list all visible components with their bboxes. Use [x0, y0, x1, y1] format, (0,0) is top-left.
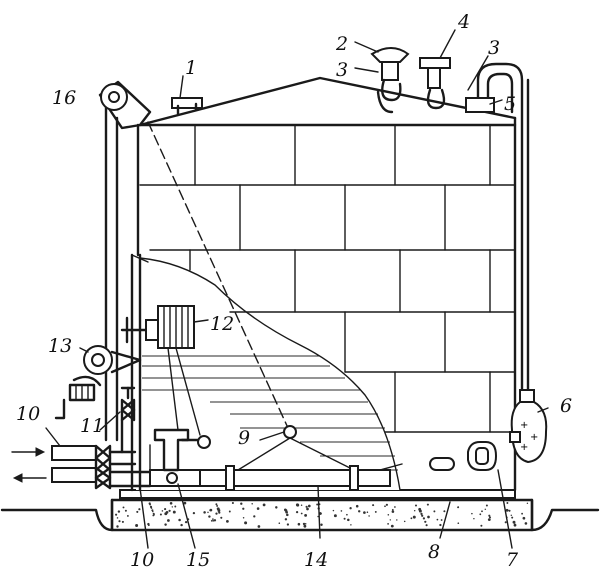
float-chamber-6: + + + — [509, 389, 548, 464]
label-9: 9 — [238, 427, 250, 449]
label-12: 12 — [210, 313, 234, 335]
pulley-16 — [98, 80, 152, 130]
winch-12 — [120, 305, 201, 436]
callout-labels: 1 2 3 4 3 5 16 12 13 6 10 11 9 10 15 14 … — [16, 11, 572, 571]
swing-pipe-9 — [237, 425, 355, 471]
u-bend-3 — [376, 90, 394, 114]
roof-hatch-1 — [171, 97, 203, 116]
label-10-top: 10 — [16, 403, 40, 425]
gauge-tube — [465, 62, 530, 394]
leader-lines — [45, 29, 549, 549]
external-pipe — [104, 103, 119, 442]
label-4: 4 — [457, 11, 470, 33]
label-10-bottom: 10 — [130, 549, 154, 571]
label-2: 2 — [335, 33, 348, 55]
svg-text:+: + — [530, 432, 538, 443]
label-8: 8 — [428, 541, 440, 563]
tank-contents — [136, 257, 401, 491]
valve-11 — [120, 386, 136, 422]
label-3: 3 — [336, 59, 348, 81]
svg-text:+: + — [520, 442, 528, 453]
label-6: 6 — [560, 395, 572, 417]
label-11: 11 — [80, 415, 104, 437]
mechanism-15 — [149, 428, 211, 487]
cable — [147, 121, 289, 429]
label-13: 13 — [48, 335, 72, 357]
pipes-10 — [51, 418, 152, 490]
label-3-right: 3 — [488, 37, 500, 59]
foundation — [110, 498, 534, 532]
label-15: 15 — [186, 549, 210, 571]
drive-13 — [54, 345, 142, 420]
safety-valve-4 — [419, 57, 451, 110]
label-7: 7 — [506, 549, 519, 571]
svg-text:+: + — [520, 420, 528, 431]
foundation-texture — [115, 501, 529, 528]
flow-arrows — [11, 447, 47, 483]
label-14: 14 — [304, 549, 328, 571]
label-5: 5 — [504, 93, 516, 115]
label-16: 16 — [52, 87, 76, 109]
label-1: 1 — [185, 57, 197, 79]
device-8 — [429, 441, 498, 471]
brick-pattern — [139, 124, 516, 433]
breathing-valve-2 — [370, 47, 410, 102]
